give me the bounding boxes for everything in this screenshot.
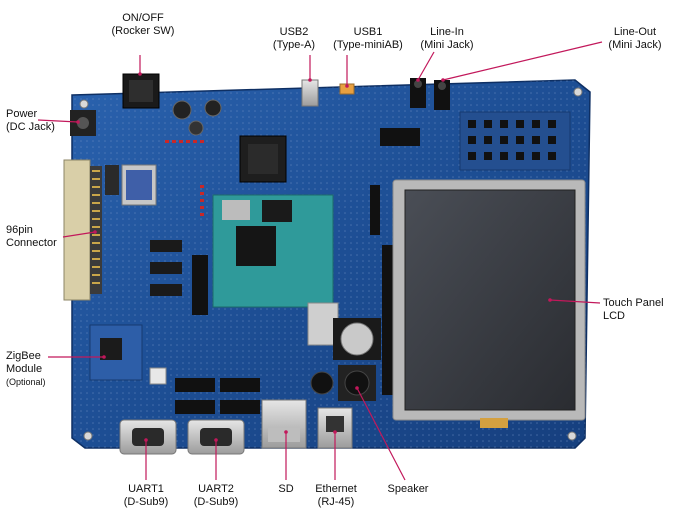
96pin-connector — [63, 159, 102, 301]
label-uart1: UART1(D-Sub9) — [123, 483, 169, 508]
components — [105, 99, 571, 414]
dc-jack — [70, 110, 96, 136]
label-uart2: UART2(D-Sub9) — [193, 483, 239, 508]
rocker-switch — [122, 73, 160, 109]
usb-type-a-connector — [301, 79, 319, 107]
leader-lines — [37, 41, 603, 481]
label-sd: SD — [278, 483, 294, 495]
dsub9-connectors — [119, 419, 245, 455]
label-usb1: USB1(Type-miniAB) — [333, 26, 403, 51]
buzzer — [310, 371, 334, 395]
label-ethernet: Ethernet(RJ-45) — [315, 483, 357, 508]
battery-holder — [333, 318, 381, 360]
rj45-connector — [307, 302, 353, 449]
label-line-in: Line-In(Mini Jack) — [420, 26, 474, 51]
label-onoff: ON/OFF(Rocker SW) — [111, 12, 175, 37]
cpu-module — [212, 194, 334, 308]
speaker — [338, 365, 376, 401]
label-line-out: Line-Out(Mini Jack) — [608, 26, 662, 51]
label-speaker: Speaker — [387, 483, 429, 495]
label-usb2: USB2(Type-A) — [272, 26, 316, 51]
audio-jacks — [410, 78, 450, 110]
touch-panel-lcd — [392, 179, 586, 428]
label-power: Power(DC Jack) — [6, 108, 55, 133]
zigbee-module — [89, 324, 143, 381]
sd-slot — [261, 399, 307, 449]
